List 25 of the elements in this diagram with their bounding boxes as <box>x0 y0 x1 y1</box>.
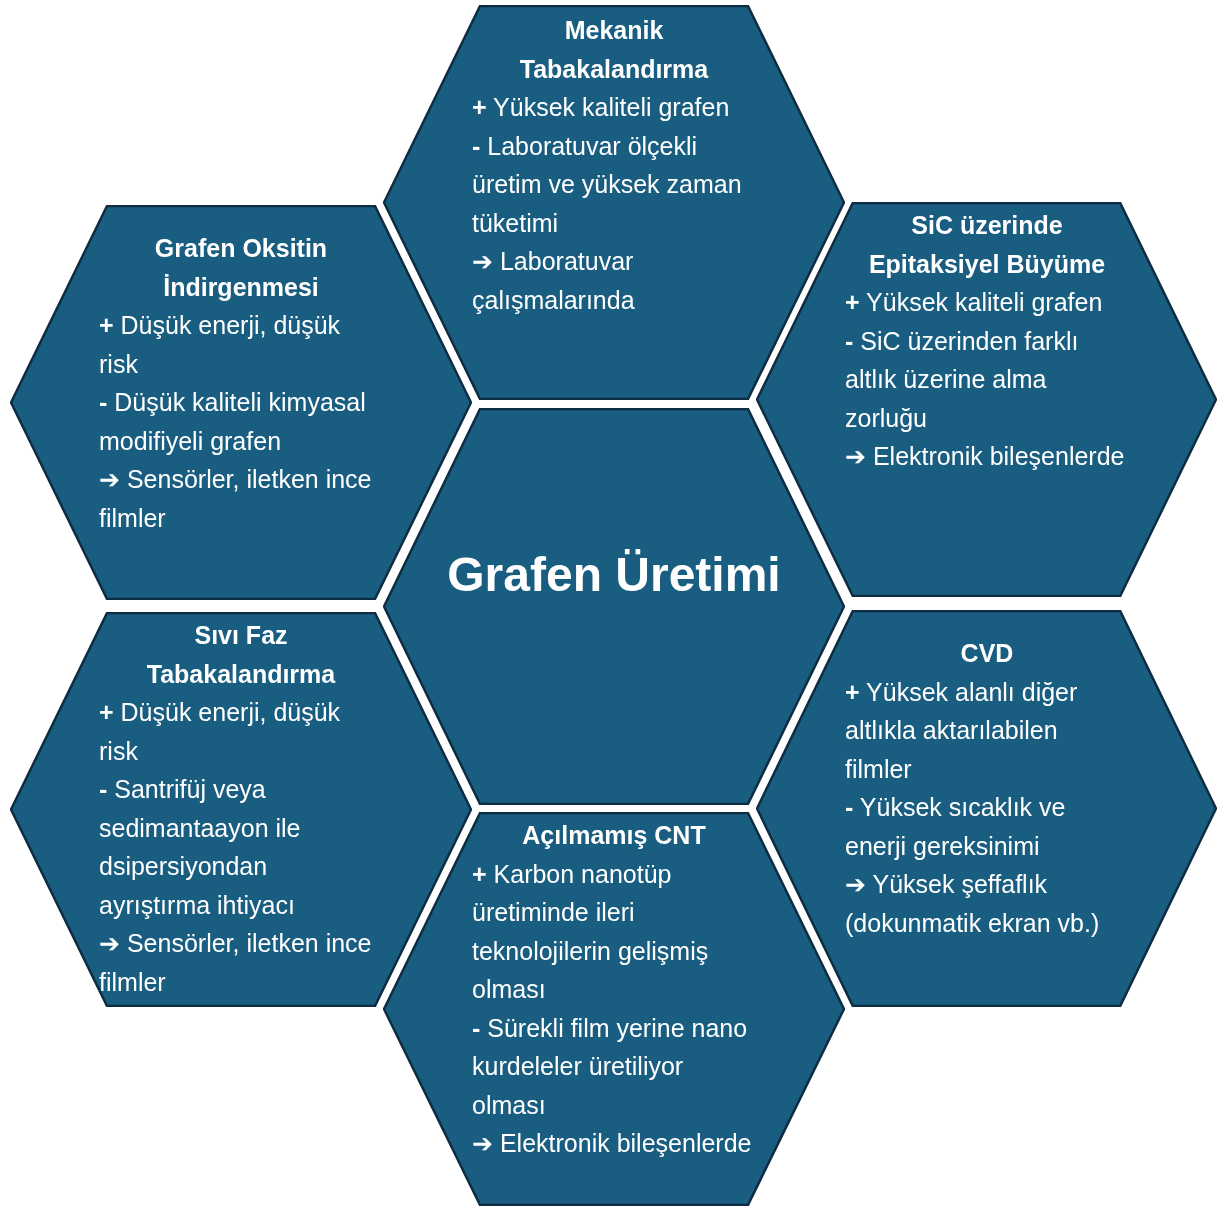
panel-title: CVD <box>959 638 1015 669</box>
bullet-text: - Sürekli film yerine nano kurdeleler üretiliyor olması <box>472 1012 749 1121</box>
bullet-text: + Yüksek kaliteli grafen <box>472 92 731 123</box>
bullet-text: + Yüksek kaliteli grafen <box>845 287 1104 318</box>
bullet-text: ➔ Elektronik bileşenlerde <box>472 1128 753 1159</box>
bullet-text: - Düşük kaliteli kimyasal modifiyeli grafen <box>99 387 367 457</box>
panel-title: Sıvı Faz Tabakalandırma <box>145 620 337 690</box>
panel-title: SiC üzerinde Epitaksiyel Büyüme <box>867 210 1107 280</box>
bullet-text: ➔ Elektronik bileşenlerde <box>845 441 1126 472</box>
panel-title: Grafen Oksitin İndirgenmesi <box>153 233 329 303</box>
bullet-text: + Düşük enerji, düşük risk <box>99 310 342 380</box>
bullet-text: + Düşük enerji, düşük risk <box>99 697 342 767</box>
bullet-text: - Laboratuvar ölçekli üretim ve yüksek zaman tüketimi <box>472 130 743 239</box>
bullet-text: ➔ Sensörler, iletken ince filmler <box>99 928 373 998</box>
bullet-text: + Yüksek alanlı diğer altlıkla aktarılabilen filmler <box>845 676 1079 785</box>
bullet-text: ➔ Laboratuvar çalışmalarında <box>472 246 636 316</box>
bullet-text: ➔ Sensörler, iletken ince filmler <box>99 464 373 534</box>
bullet-text: - Yüksek sıcaklık ve enerji gereksinimi <box>845 792 1067 862</box>
bullet-text: ➔ Yüksek şeffaflık (dokunmatik ekran vb.) <box>845 869 1101 939</box>
center-title: Grafen Üretimi <box>446 546 782 603</box>
panel-title: Açılmamış CNT <box>521 820 707 851</box>
panel-title: Mekanik Tabakalandırma <box>518 15 710 85</box>
bullet-text: + Karbon nanotüp üretiminde ileri teknolojilerin gelişmiş olması <box>472 858 710 1005</box>
bullet-text: - SiC üzerinden farklı altlık üzerine alma zorluğu <box>845 325 1080 434</box>
bullet-text: - Santrifüj veya sedimantaayon ile dsipersiyondan ayrıştırma ihtiyacı <box>99 774 302 921</box>
